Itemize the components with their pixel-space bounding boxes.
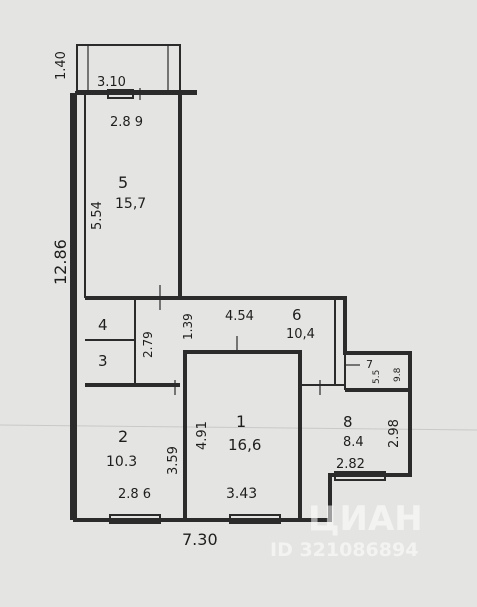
dim-room6-width: 4.54 bbox=[225, 309, 254, 324]
room6-number: 6 bbox=[292, 306, 302, 324]
room5-number: 5 bbox=[118, 173, 128, 192]
dim-room1-length: 4.91 bbox=[195, 421, 210, 450]
window bbox=[229, 514, 281, 524]
dim-room2-length: 3.59 bbox=[166, 446, 181, 475]
room8-area: 8.4 bbox=[343, 435, 364, 450]
balcony-door bbox=[107, 89, 134, 99]
paper-fold bbox=[0, 424, 477, 431]
dim-room7-b: 9.8 bbox=[393, 367, 403, 382]
room3-number: 3 bbox=[98, 352, 108, 370]
dim-room8-width: 2.82 bbox=[336, 457, 365, 472]
dim-room8-length: 2.98 bbox=[387, 419, 402, 448]
dim-room2-width: 2.8 6 bbox=[118, 487, 151, 502]
watermark-logo: ЦИАН bbox=[308, 499, 423, 539]
room1-walls bbox=[183, 350, 302, 520]
dim-total-length: 12.86 bbox=[51, 239, 70, 285]
room4-number: 4 bbox=[98, 316, 108, 334]
dim-room7-a: 5.5 bbox=[372, 370, 382, 384]
room6-area: 10,4 bbox=[286, 327, 315, 342]
dim-room5-width: 2.8 9 bbox=[110, 115, 143, 130]
room8-number: 8 bbox=[343, 413, 353, 431]
room1-number: 1 bbox=[236, 412, 246, 431]
window bbox=[109, 514, 161, 524]
room7-number: 7 bbox=[366, 358, 373, 371]
dim-room5-length: 5.54 bbox=[90, 201, 105, 230]
room5-area: 15,7 bbox=[115, 196, 146, 212]
dim-room1-width: 3.43 bbox=[226, 486, 257, 502]
dim-corridor-small: 1.39 bbox=[181, 313, 195, 340]
room1-area: 16,6 bbox=[228, 436, 261, 454]
room2-number: 2 bbox=[118, 427, 128, 446]
dim-balcony-depth: 1.40 bbox=[54, 51, 69, 80]
window bbox=[334, 471, 386, 481]
dim-balcony-width: 3.10 bbox=[97, 75, 126, 90]
dim-room4-length: 2.79 bbox=[141, 331, 155, 358]
room2-area: 10.3 bbox=[106, 454, 137, 470]
dim-total-width: 7.30 bbox=[182, 530, 218, 549]
watermark-id: ID 321086894 bbox=[270, 539, 418, 561]
